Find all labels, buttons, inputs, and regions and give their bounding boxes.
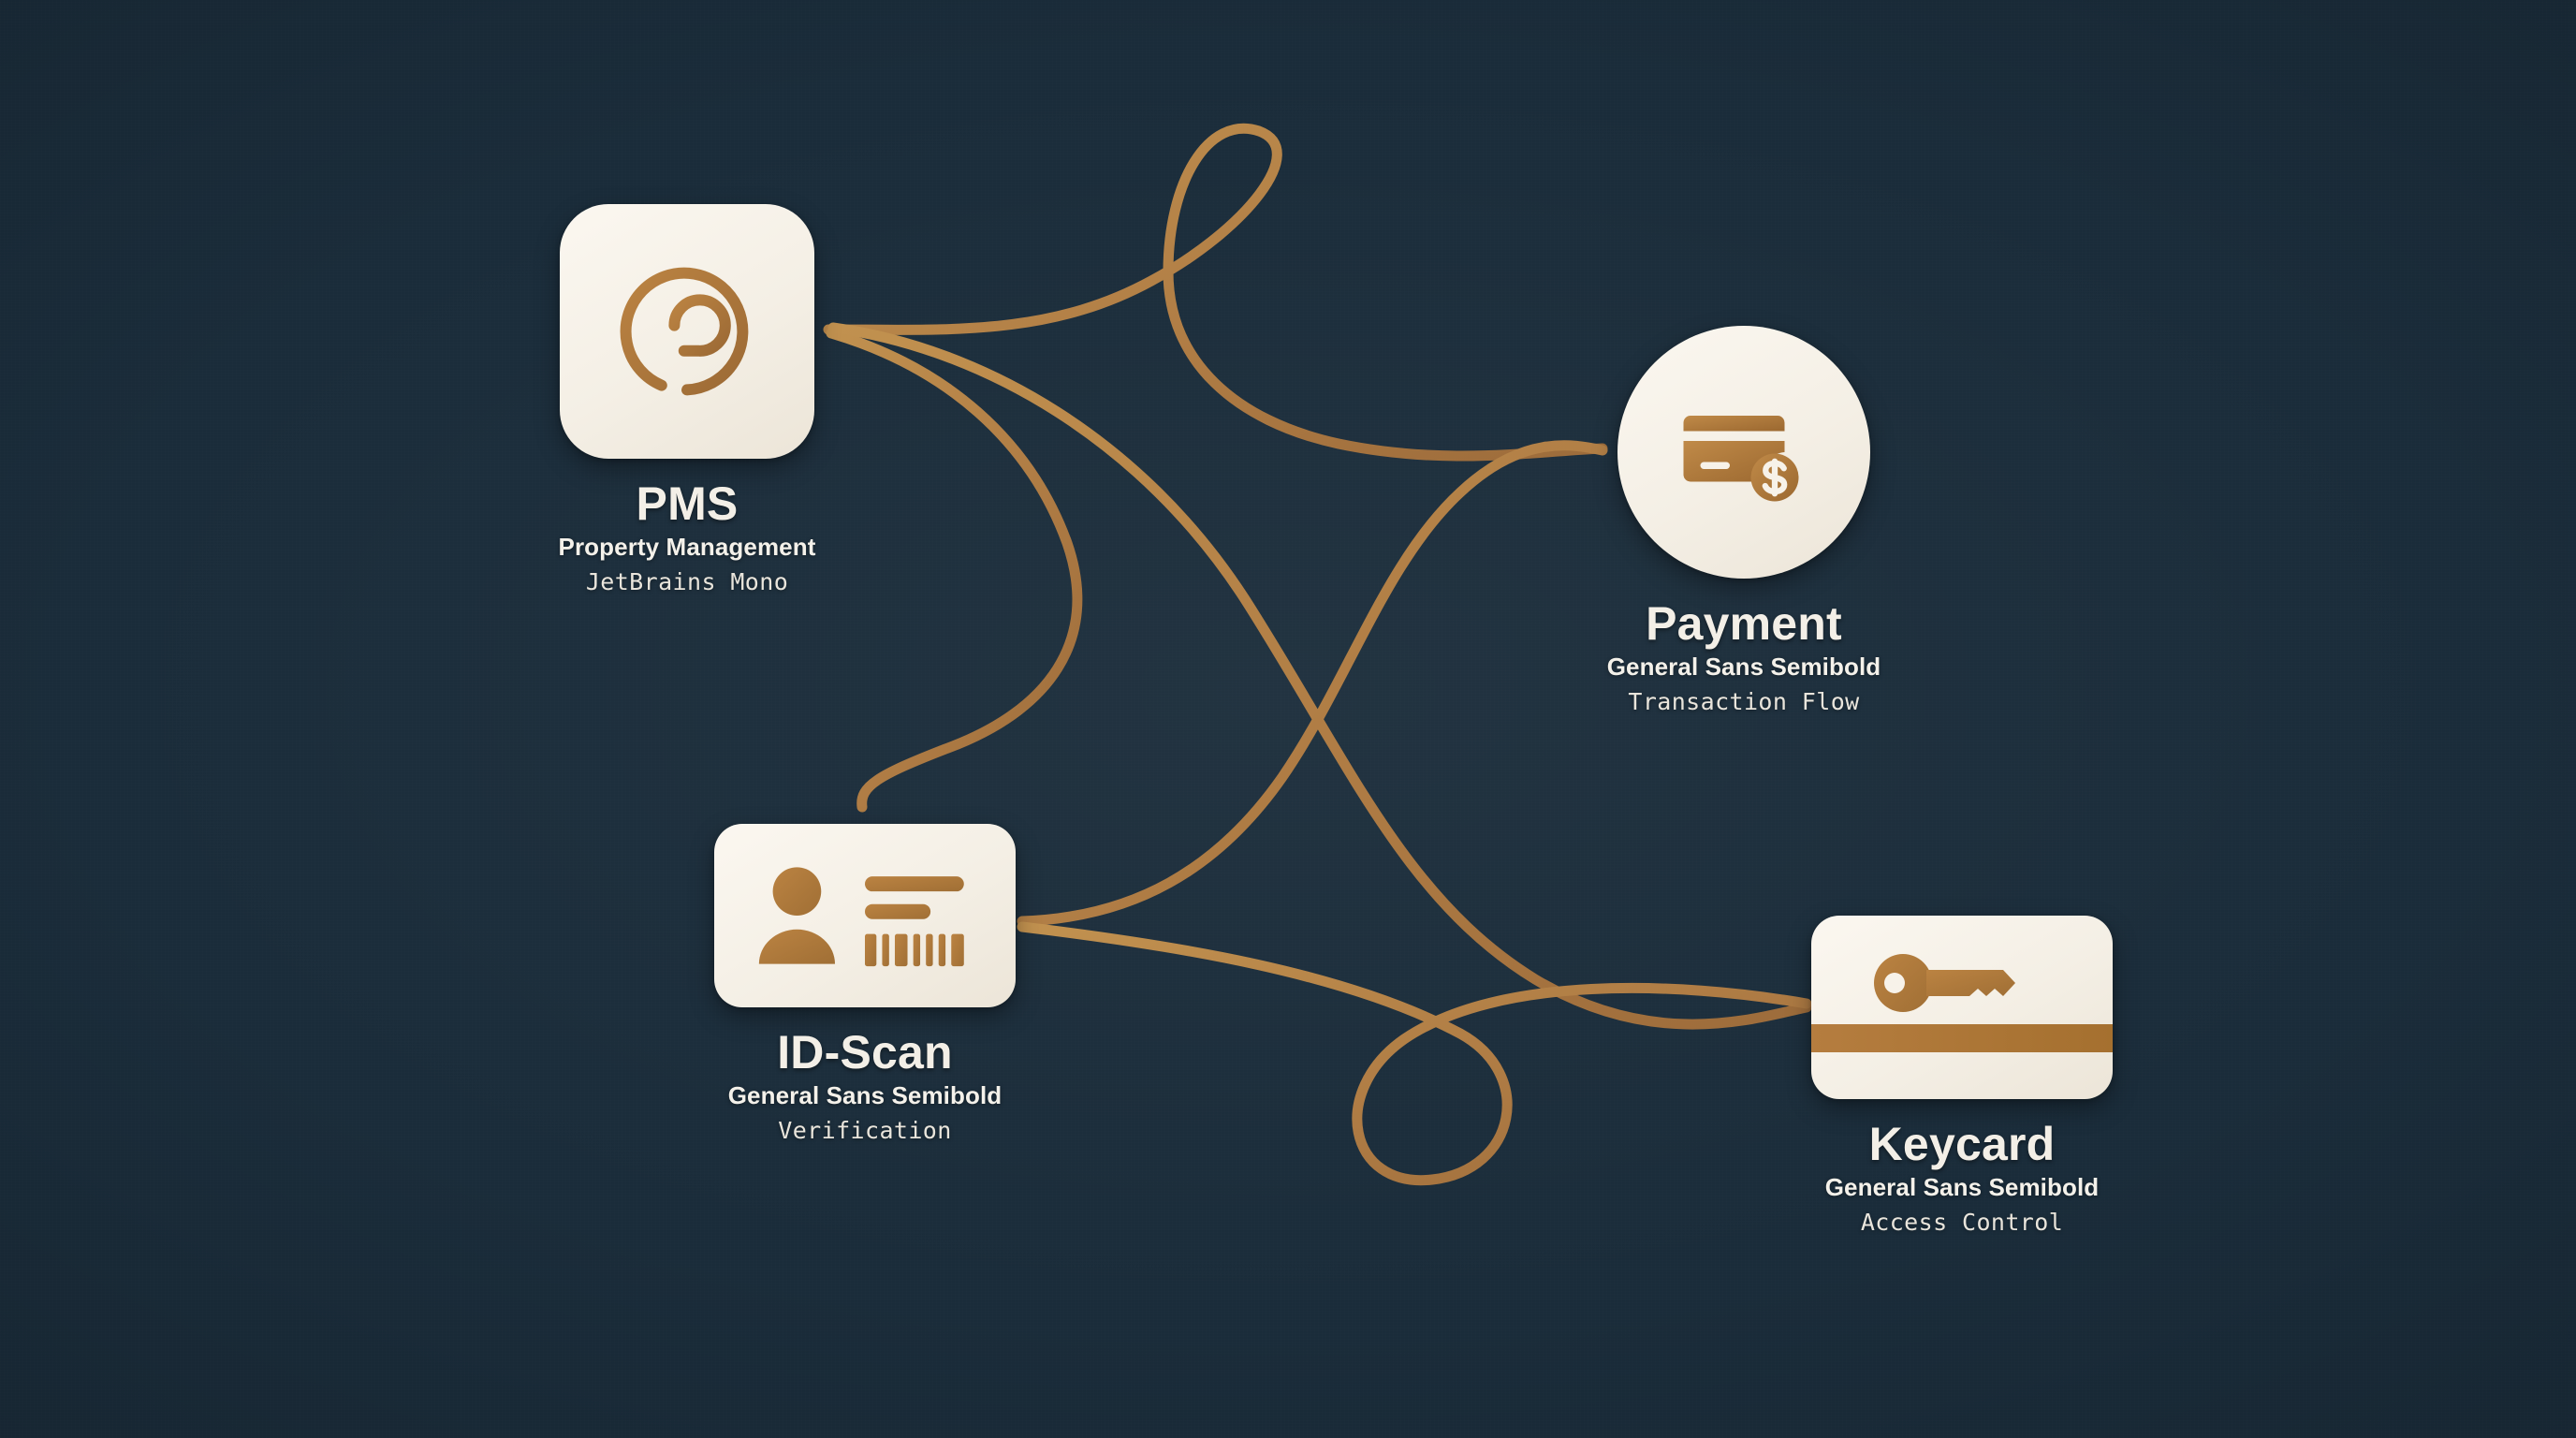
pms-title: PMS xyxy=(636,477,739,530)
keycard-labels: Keycard General Sans Semibold Access Con… xyxy=(1825,1120,2100,1240)
spiral-p-logo-icon xyxy=(620,267,749,396)
connector-pms-keycard xyxy=(827,322,1812,1030)
node-id-scan[interactable]: ID-Scan General Sans Semibold Verificati… xyxy=(714,824,1016,1144)
keycard-meta: Access Control xyxy=(1860,1209,2064,1236)
credit-card-dollar-icon xyxy=(1683,416,1799,502)
pms-subtitle: Property Management xyxy=(558,533,816,561)
id-scan-subtitle: General Sans Semibold xyxy=(727,1081,1003,1109)
connector-pms-idscan xyxy=(826,328,1083,813)
id-card-barcode-icon xyxy=(758,867,964,967)
connector-idscan-keycard xyxy=(1017,921,1812,1186)
id-scan-title: ID-Scan xyxy=(777,1026,953,1078)
keycard-tile[interactable] xyxy=(1811,916,2113,1099)
node-payment[interactable]: Payment General Sans Semibold Transactio… xyxy=(1607,326,1881,715)
payment-tile[interactable] xyxy=(1617,326,1870,579)
payment-subtitle: General Sans Semibold xyxy=(1606,653,1881,681)
pms-tile[interactable] xyxy=(560,204,814,459)
pms-meta: JetBrains Mono xyxy=(585,568,789,595)
id-scan-labels: ID-Scan General Sans Semibold Verificati… xyxy=(728,1028,1003,1148)
keycard-title: Keycard xyxy=(1868,1118,2056,1170)
id-scan-tile[interactable] xyxy=(714,824,1016,1007)
keycard-subtitle: General Sans Semibold xyxy=(1824,1173,2100,1201)
id-scan-meta: Verification xyxy=(778,1117,952,1144)
pms-labels: PMS Property Management JetBrains Mono xyxy=(559,479,816,599)
connector-pms-payment xyxy=(823,123,1608,462)
node-keycard[interactable]: Keycard General Sans Semibold Access Con… xyxy=(1811,916,2113,1236)
payment-labels: Payment General Sans Semibold Transactio… xyxy=(1607,599,1881,719)
node-pms[interactable]: PMS Property Management JetBrains Mono xyxy=(559,204,815,595)
keycard-key-icon xyxy=(1811,954,2113,1052)
connector-idscan-payment xyxy=(1017,440,1608,927)
payment-meta: Transaction Flow xyxy=(1628,688,1860,715)
payment-title: Payment xyxy=(1646,597,1842,650)
